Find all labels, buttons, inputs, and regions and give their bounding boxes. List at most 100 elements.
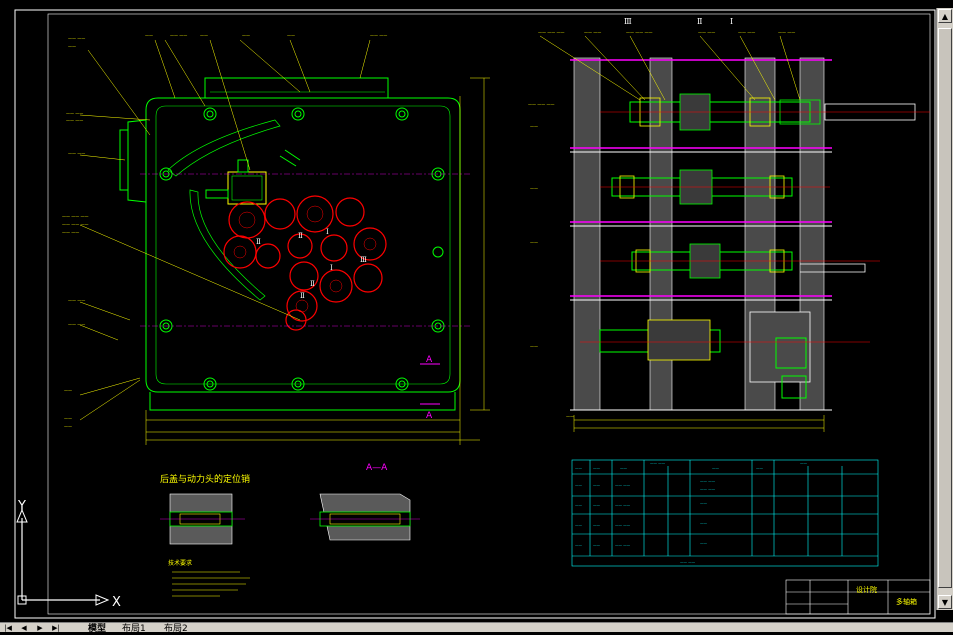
svg-text:—— —— ——: —— —— —— xyxy=(62,214,89,219)
svg-text:——: —— xyxy=(756,466,764,470)
left-callouts xyxy=(79,39,490,445)
layout-tab-bar: |◀ ◀ ▶ ▶| 模型 布局1 布局2 xyxy=(0,622,953,634)
notes-title: 技术要求 xyxy=(168,559,192,567)
scroll-up-icon[interactable]: ▲ xyxy=(938,9,952,23)
svg-text:——: —— xyxy=(575,503,583,507)
svg-text:——: —— xyxy=(700,521,708,525)
svg-text:—— ——: —— —— xyxy=(680,560,696,564)
ucs-icon: Y X xyxy=(16,500,121,610)
svg-text:—— ——: —— —— xyxy=(615,483,631,487)
svg-text:—— ——: —— —— xyxy=(615,503,631,507)
svg-text:—— ——: —— —— xyxy=(66,111,83,116)
gear-label-4: Ⅱ xyxy=(298,232,303,240)
svg-text:—— ——: —— —— xyxy=(650,461,666,465)
svg-text:—— ——: —— —— xyxy=(370,33,387,38)
pin-detail-left xyxy=(160,493,245,545)
svg-text:—— —— ——: —— —— —— xyxy=(626,30,653,35)
vertical-scrollbar[interactable]: ▲ ▼ xyxy=(936,8,953,610)
section-mark-a1: A xyxy=(426,355,433,365)
svg-text:——: —— xyxy=(575,466,583,470)
gear-label-2: Ⅱ xyxy=(256,238,261,246)
svg-text:——: —— xyxy=(575,543,583,547)
parts-table xyxy=(571,459,879,567)
title-company: 设计院 xyxy=(856,585,877,594)
svg-text:——: —— xyxy=(530,240,538,245)
svg-text:——: —— xyxy=(712,466,720,470)
svg-text:——: —— xyxy=(200,33,208,38)
svg-text:——: —— xyxy=(575,523,583,527)
shaft-view: —— —— —— —— —— —— —— —— —— —— —— —— —— —— —… xyxy=(528,30,930,432)
svg-text:——: —— xyxy=(287,33,295,38)
svg-text:—— ——: —— —— xyxy=(738,30,755,35)
pin-detail-right xyxy=(310,493,420,541)
svg-text:—— —— ——: —— —— —— xyxy=(528,102,555,107)
svg-text:——: —— xyxy=(530,124,538,129)
gear-label-5: Ⅱ xyxy=(310,280,315,288)
svg-text:——: —— xyxy=(620,466,628,470)
detail-title: 后盖与动力头的定位销 xyxy=(160,473,250,485)
svg-text:—— ——: —— —— xyxy=(68,298,85,303)
svg-text:——: —— xyxy=(700,541,708,545)
svg-text:—— ——: —— —— xyxy=(615,523,631,527)
section-mark-a2: A xyxy=(426,411,433,421)
svg-text:—— ——: —— —— xyxy=(700,479,716,483)
first-tab-icon[interactable]: |◀ xyxy=(4,624,12,632)
next-tab-icon[interactable]: ▶ xyxy=(37,624,43,632)
view-label-aa: A—A xyxy=(366,463,388,473)
svg-text:——: —— xyxy=(593,543,601,547)
svg-text:——: —— xyxy=(700,501,708,505)
scroll-thumb[interactable] xyxy=(938,28,952,588)
svg-text:——: —— xyxy=(242,33,250,38)
drawing-border xyxy=(14,9,936,619)
inner-border xyxy=(47,13,931,615)
gear-label-3: Ⅲ xyxy=(360,256,367,264)
gear-label-1: Ⅰ xyxy=(326,228,329,236)
svg-text:—— ——: —— —— xyxy=(698,30,715,35)
last-tab-icon[interactable]: ▶| xyxy=(52,624,60,632)
svg-text:—— ——: —— —— xyxy=(68,36,85,41)
ucs-x-label: X xyxy=(112,595,121,610)
svg-text:——: —— xyxy=(593,483,601,487)
tab-layout2[interactable]: 布局2 xyxy=(164,624,188,634)
svg-text:——: —— xyxy=(593,466,601,470)
gear-label-6: Ⅰ xyxy=(330,264,333,272)
svg-text:—— ——: —— —— xyxy=(68,322,85,327)
svg-text:—— ——: —— —— xyxy=(68,151,85,156)
svg-text:—— ——: —— —— xyxy=(700,487,716,491)
svg-text:——: —— xyxy=(566,414,574,419)
svg-text:—— ——: —— —— xyxy=(584,30,601,35)
section-mark-iii: Ⅲ xyxy=(624,17,632,26)
svg-text:—— —— ——: —— —— —— xyxy=(62,222,89,227)
svg-text:——: —— xyxy=(575,483,583,487)
svg-text:—— ——: —— —— xyxy=(170,33,187,38)
svg-text:—— —— ——: —— —— —— xyxy=(538,30,565,35)
svg-text:——: —— xyxy=(64,424,72,429)
svg-text:—— ——: —— —— xyxy=(62,230,79,235)
svg-text:——: —— xyxy=(64,388,72,393)
scroll-down-icon[interactable]: ▼ xyxy=(938,595,952,609)
svg-text:——: —— xyxy=(800,461,808,465)
tab-layout1[interactable]: 布局1 xyxy=(122,624,146,634)
prev-tab-icon[interactable]: ◀ xyxy=(21,624,27,632)
gear-circles xyxy=(223,195,387,331)
gear-label-7: Ⅱ xyxy=(300,292,305,300)
svg-text:——: —— xyxy=(145,33,153,38)
section-mark-i: Ⅰ xyxy=(730,17,733,26)
front-view xyxy=(119,77,470,411)
tab-model[interactable]: 模型 xyxy=(88,624,107,634)
svg-text:—— ——: —— —— xyxy=(778,30,795,35)
svg-text:——: —— xyxy=(530,344,538,349)
svg-text:——: —— xyxy=(68,44,76,49)
svg-text:——: —— xyxy=(593,523,601,527)
top-ruler xyxy=(0,0,953,8)
svg-text:—— ——: —— —— xyxy=(66,118,83,123)
svg-text:——: —— xyxy=(530,186,538,191)
svg-text:—— ——: —— —— xyxy=(615,543,631,547)
title-part-name: 多轴箱 xyxy=(896,597,917,606)
svg-text:——: —— xyxy=(64,416,72,421)
svg-text:——: —— xyxy=(593,503,601,507)
section-mark-ii: Ⅱ xyxy=(697,17,702,26)
title-block xyxy=(785,579,931,615)
